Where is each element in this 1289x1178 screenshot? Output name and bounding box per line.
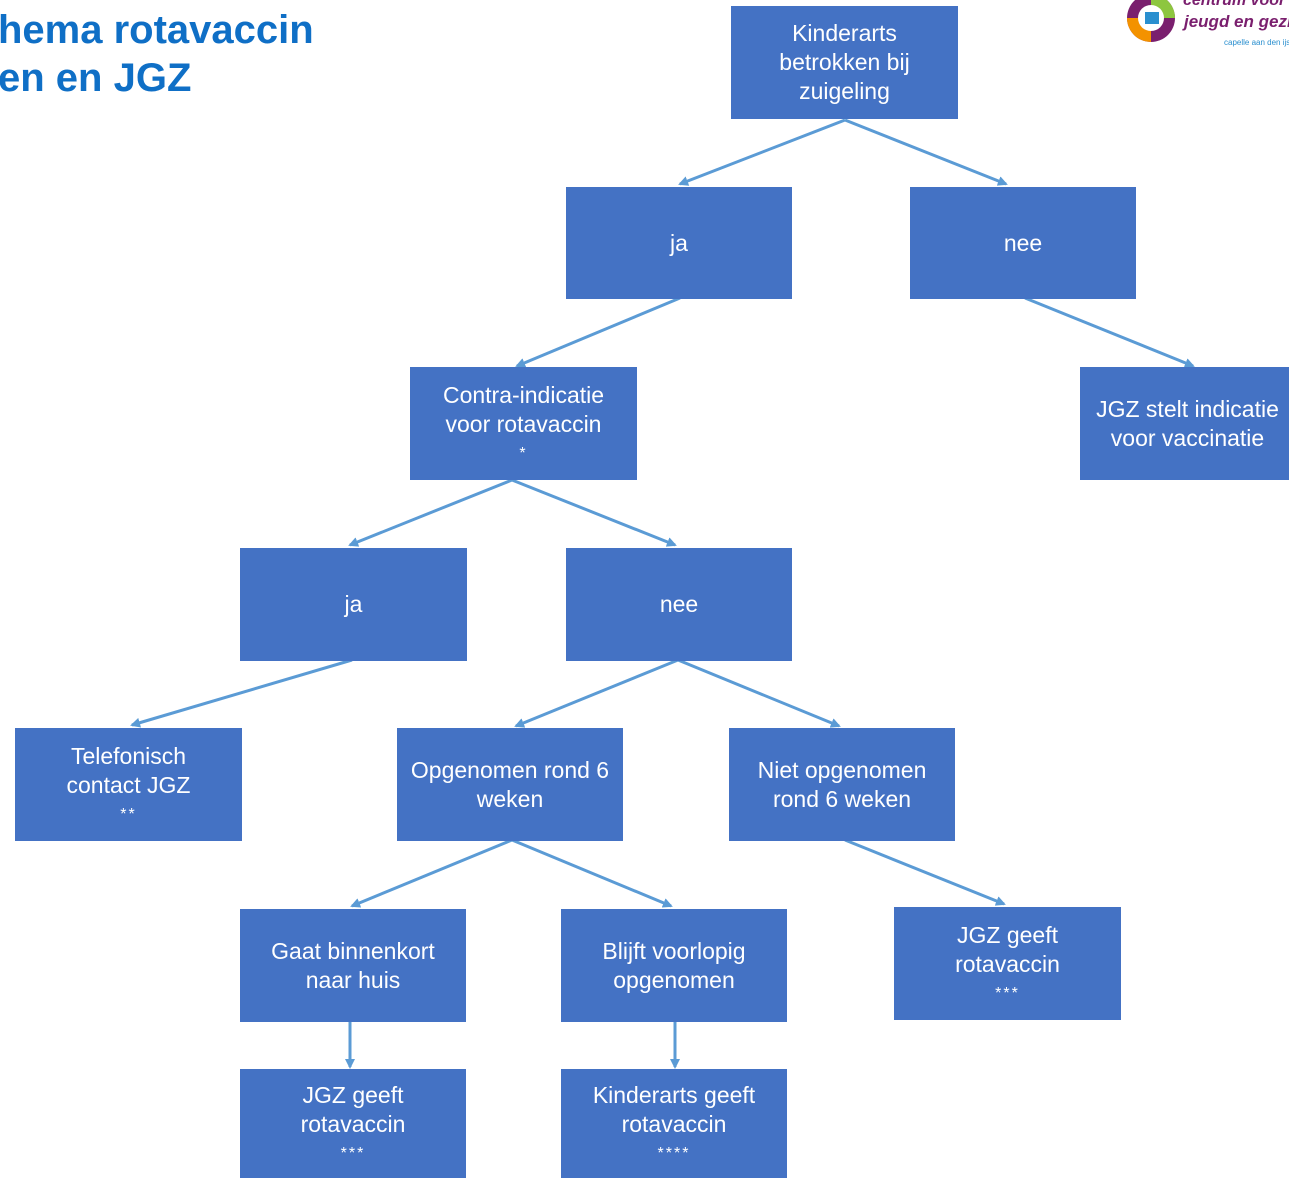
title-line-2: en en JGZ: [0, 56, 192, 100]
node-blijft-opgenomen: Blijft voorlopig opgenomen: [561, 909, 787, 1022]
node-telefonisch-contact: Telefonisch contact JGZ **: [15, 728, 242, 841]
node-label: Kinderarts betrokken bij zuigeling: [779, 20, 910, 104]
logo-text-line-3: capelle aan den ijssel: [1224, 38, 1289, 47]
node-label: JGZ geeft rotavaccin: [300, 1081, 406, 1137]
node-note: ***: [340, 1144, 366, 1162]
arrow-contra-ja: [348, 478, 513, 547]
node-ja-2: ja: [240, 548, 467, 661]
node-note: ***: [995, 984, 1020, 1002]
node-ja-1: ja: [566, 187, 792, 299]
node-label: ja: [344, 591, 363, 617]
node-label: Kinderarts geeft rotavaccin: [592, 1081, 756, 1137]
node-label: JGZ geeft rotavaccin: [955, 921, 1060, 977]
logo-mark-icon: [1127, 0, 1175, 42]
node-label: Gaat binnenkort naar huis: [271, 937, 435, 993]
node-label: ja: [670, 229, 688, 256]
node-note: *: [519, 444, 528, 462]
node-nee-2: nee: [566, 548, 792, 661]
arrow-opgenomen-blijft: [511, 838, 673, 908]
node-jgz-geeft-rotavaccin-1: JGZ geeft rotavaccin ***: [240, 1069, 466, 1178]
node-label: nee: [659, 591, 699, 617]
cjg-logo: centrum voor jeugd en gezin capelle aan …: [1118, 0, 1289, 54]
arrow-nee-opgenomen: [514, 658, 679, 728]
node-label: Niet opgenomen rond 6 weken: [757, 756, 927, 812]
arrow-niet-opgenomen-jgz: [844, 838, 1006, 906]
node-opgenomen: Opgenomen rond 6 weken: [397, 728, 623, 841]
node-niet-opgenomen: Niet opgenomen rond 6 weken: [729, 728, 955, 841]
arrow-nee-jgz-indicatie: [1024, 296, 1195, 368]
node-label: Telefonisch contact JGZ: [66, 742, 191, 798]
node-label: nee: [1003, 229, 1043, 256]
node-nee-1: nee: [910, 187, 1136, 299]
arrow-ja-contra: [515, 296, 681, 368]
node-label: JGZ stelt indicatie voor vaccinatie: [1096, 395, 1279, 451]
node-jgz-geeft-rotavaccin-2: JGZ geeft rotavaccin ***: [894, 907, 1121, 1020]
arrow-root-nee: [844, 118, 1008, 186]
arrow-nee-niet-opgenomen: [677, 658, 841, 728]
logo-text-line-2: jeugd en gezin: [1184, 12, 1289, 31]
node-note: ****: [657, 1144, 691, 1162]
arrow-contra-nee: [511, 478, 677, 547]
arrow-root-ja: [678, 118, 846, 186]
node-kinderarts-geeft-rotavaccin: Kinderarts geeft rotavaccin ****: [561, 1069, 787, 1178]
node-contra-indicatie: Contra-indicatie voor rotavaccin *: [410, 367, 637, 480]
node-gaat-naar-huis: Gaat binnenkort naar huis: [240, 909, 466, 1022]
node-jgz-stelt-indicatie: JGZ stelt indicatie voor vaccinatie: [1080, 367, 1289, 480]
node-note: **: [120, 805, 137, 823]
page-title: hema rotavaccin en en JGZ: [0, 6, 314, 102]
arrow-opgenomen-huis: [350, 838, 513, 908]
node-label: Blijft voorlopig opgenomen: [602, 937, 746, 993]
node-label: Opgenomen rond 6 weken: [410, 756, 610, 812]
arrow-ja-telefonisch: [130, 658, 353, 728]
node-kinderarts-betrokken: Kinderarts betrokken bij zuigeling: [731, 6, 958, 119]
node-label: Contra-indicatie voor rotavaccin: [442, 381, 605, 437]
logo-text-line-1: centrum voor: [1183, 0, 1286, 9]
title-line-1: hema rotavaccin: [0, 8, 314, 52]
